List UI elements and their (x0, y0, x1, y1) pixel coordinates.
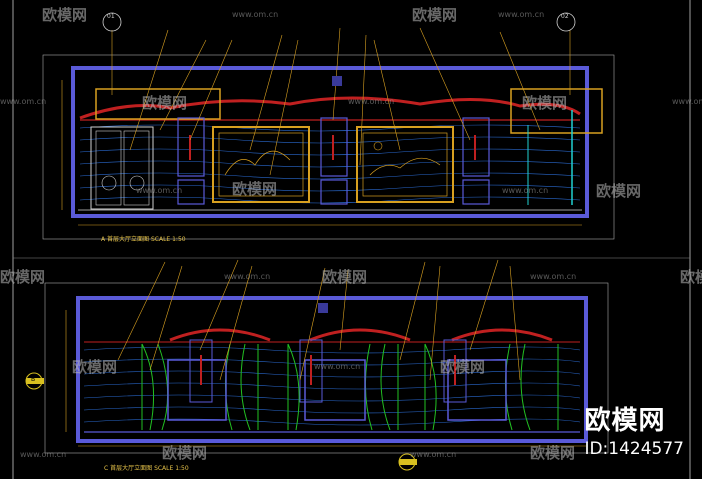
upper-title-tag: A 首层大厅立面图 SCALE 1:50 (101, 234, 186, 243)
watermark-brand: 欧模网 (0, 268, 46, 286)
brand-badge: 欧模网 ID:1424577 (584, 400, 684, 459)
watermark-site: www.om.cn (0, 97, 47, 106)
callout-right-label: 02 (561, 13, 569, 20)
watermark-brand: 欧模网 (522, 94, 568, 112)
watermark-brand: 欧模网 (232, 180, 278, 198)
watermark-site: www.om.cn (314, 362, 361, 371)
watermark-brand: 欧模网 (412, 6, 458, 24)
watermark-brand: 欧模网 (42, 6, 88, 24)
watermark-brand: 欧模网 (680, 268, 702, 286)
watermark-site: www.om.cn (232, 10, 279, 19)
model-id: ID:1424577 (584, 439, 684, 459)
watermark-site: www.om.cn (348, 97, 395, 106)
watermark-brand: 欧模网 (440, 358, 486, 376)
lower-elevation (44, 76, 609, 454)
watermark-brand: 欧模网 (72, 358, 118, 376)
watermark-site: www.om.cn (530, 272, 577, 281)
lower-scale: SCALE 1:50 (154, 465, 189, 472)
upper-scale: SCALE 1:50 (150, 236, 186, 243)
section-markers (25, 372, 417, 471)
watermark-brand: 欧模网 (596, 182, 642, 200)
upper-leaders (111, 27, 571, 176)
watermark-site: www.om.cn (224, 272, 271, 281)
upper-mark: A (101, 236, 106, 243)
watermark-site: www.om.cn (498, 10, 545, 19)
lower-title-tag: C 首层大厅立面图 SCALE 1:50 (104, 463, 189, 472)
watermark-brand: 欧模网 (530, 444, 576, 462)
lower-mark: C (104, 465, 109, 472)
upper-elevation (42, 54, 615, 240)
callout-left-label: 01 (107, 13, 115, 20)
section-mark-label: B (31, 376, 36, 383)
watermark-site: www.om.cn (502, 186, 549, 195)
watermark-brand: 欧模网 (142, 94, 188, 112)
watermark-site: www.om.cn (410, 450, 457, 459)
brand-logo-text: 欧模网 (584, 406, 666, 436)
watermark-site: www.om.cn (136, 186, 183, 195)
upper-title: 首层大厅立面图 (107, 236, 150, 243)
callout-markers (102, 12, 576, 32)
lower-leaders (117, 259, 521, 381)
lower-title: 首层大厅立面图 (110, 465, 153, 472)
watermark-site: www.om.cn (20, 450, 67, 459)
watermark-brand: 欧模网 (162, 444, 208, 462)
watermark-site: www.om.cn (672, 97, 702, 106)
watermark-brand: 欧模网 (322, 268, 368, 286)
